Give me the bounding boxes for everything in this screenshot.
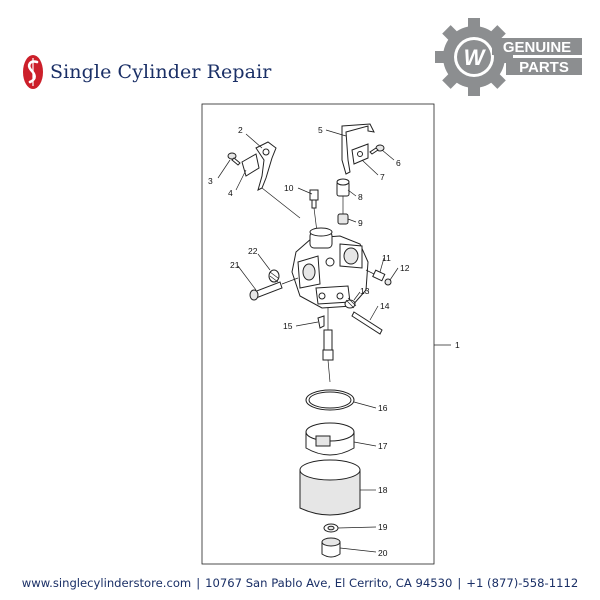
idle-jet-part: [309, 189, 319, 209]
lever-screw-part: [227, 152, 241, 166]
callout-17: 17: [378, 441, 388, 451]
footer-contact: www.singlecylinderstore.com | 10767 San …: [0, 571, 600, 595]
carburetor-body-part: [291, 227, 369, 309]
callout-12: 12: [400, 263, 410, 273]
callout-13: 13: [360, 286, 370, 296]
throttle-lever-part: [255, 141, 301, 219]
choke-screw-part: [369, 144, 385, 155]
bowl-nut-part: [321, 537, 341, 558]
footer-address: 10767 San Pablo Ave, El Cerrito, CA 9453…: [205, 576, 453, 590]
small-jet-part: [317, 315, 325, 329]
bowl-washer-part: [323, 523, 339, 533]
leader-lines: [217, 129, 399, 553]
callout-9: 9: [358, 218, 363, 228]
diagram-frame: [201, 103, 435, 565]
callout-3: 3: [208, 176, 213, 186]
footer-phone[interactable]: +1 (877)-558-1112: [466, 576, 579, 590]
footer-separator: |: [196, 576, 201, 590]
main-jet-part: [322, 308, 334, 383]
float-part: [305, 422, 355, 456]
throttle-stop-spring-part: [344, 297, 357, 309]
shaft-seal-part: [337, 213, 349, 225]
callout-4: 4: [228, 188, 233, 198]
callout-15: 15: [283, 321, 293, 331]
callout-8: 8: [358, 192, 363, 202]
bowl-gasket-part: [305, 389, 355, 411]
brand-header: Single Cylinder Repair: [22, 52, 271, 92]
callout-14: 14: [380, 301, 390, 311]
choke-lever-part: [341, 123, 375, 175]
callout-20: 20: [378, 548, 388, 558]
callout-10: 10: [284, 183, 294, 193]
badge-line2: PARTS: [519, 59, 569, 76]
callout-7: 7: [380, 172, 385, 182]
callout-5: 5: [318, 125, 323, 135]
footer-separator: |: [457, 576, 462, 590]
badge-logo-letter: W: [464, 45, 487, 70]
footer-website-link[interactable]: www.singlecylinderstore.com: [21, 576, 192, 590]
callout-1: 1: [455, 340, 460, 350]
lever-washer-part: [241, 153, 260, 177]
callout-16: 16: [378, 403, 388, 413]
float-bowl-part: [299, 459, 361, 516]
genuine-parts-badge: W GENUINE PARTS: [435, 18, 582, 96]
choke-plate-part: [351, 143, 369, 165]
callout-2: 2: [238, 125, 243, 135]
callout-21: 21: [230, 260, 240, 270]
throttle-stop-screw-part: [351, 311, 383, 335]
callout-18: 18: [378, 485, 388, 495]
callout-6: 6: [396, 158, 401, 168]
sc-monogram-icon: [23, 55, 43, 89]
pilot-screw-part: [372, 269, 386, 282]
callout-19: 19: [378, 522, 388, 532]
badge-line1: GENUINE: [503, 39, 571, 56]
shaft-bushing-part: [336, 178, 350, 197]
callout-11: 11: [382, 253, 391, 263]
idle-spring-part: [268, 269, 280, 283]
brand-name: Single Cylinder Repair: [50, 61, 272, 83]
idle-screw-part: [249, 281, 283, 301]
pilot-spring-part: [384, 278, 392, 286]
callout-22: 22: [248, 246, 258, 256]
